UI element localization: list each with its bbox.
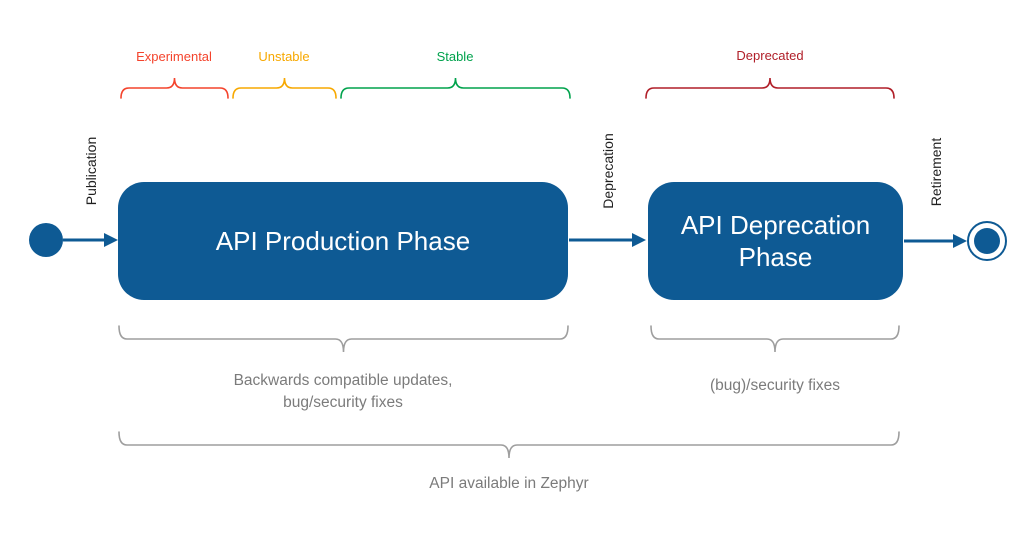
deprecation-annotation-brace <box>650 325 900 353</box>
unstable-label: Unstable <box>258 49 310 64</box>
stable-label: Stable <box>436 49 474 64</box>
stable-brace <box>340 77 571 99</box>
publication-transition-label: Publication <box>83 136 99 206</box>
unstable-brace <box>232 77 337 99</box>
start-state-circle <box>29 223 63 257</box>
deprecation-arrowhead <box>632 233 646 247</box>
overall-annotation: API available in Zephyr <box>429 475 589 492</box>
deprecation-transition-label: Deprecation <box>600 133 616 209</box>
publication-arrowhead <box>104 233 118 247</box>
deprecated-brace <box>645 77 895 99</box>
retirement-arrowhead <box>953 234 967 248</box>
api-production-phase-state: API Production Phase <box>118 182 568 300</box>
api-deprecation-phase-state: API Deprecation Phase <box>648 182 903 300</box>
api-production-phase-label: API Production Phase <box>215 225 471 256</box>
end-state-inner-circle <box>974 228 1000 254</box>
deprecated-label: Deprecated <box>736 48 804 63</box>
production-annotation: Backwards compatible updates, bug/securi… <box>233 372 453 412</box>
deprecation-annotation: (bug)/security fixes <box>709 377 841 394</box>
production-annotation-brace <box>118 325 569 353</box>
experimental-brace <box>120 77 229 99</box>
retirement-transition-label: Retirement <box>928 137 944 207</box>
overall-annotation-brace <box>118 431 900 459</box>
api-deprecation-phase-label: API Deprecation Phase <box>680 209 871 273</box>
experimental-label: Experimental <box>136 49 212 64</box>
